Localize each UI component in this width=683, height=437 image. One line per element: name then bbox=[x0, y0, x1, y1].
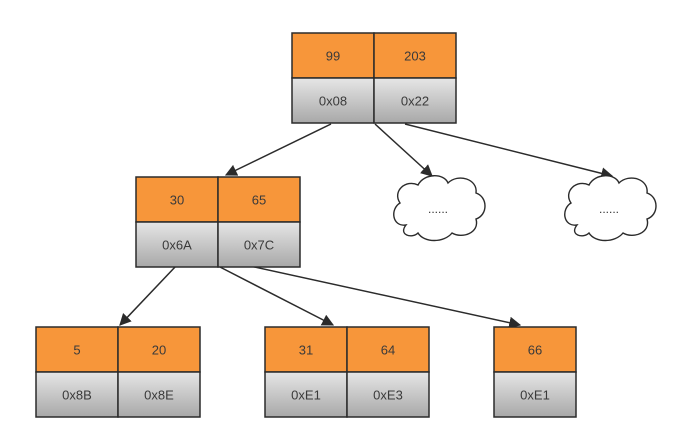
edge-root-to-mid bbox=[224, 123, 332, 176]
node-mid: 30 0x6A 65 0x7C bbox=[135, 176, 301, 268]
cloud-a-shape: ...... bbox=[393, 175, 486, 242]
cloud-label: ...... bbox=[428, 202, 448, 216]
address-label: 0xE1 bbox=[291, 388, 321, 403]
key-cell bbox=[217, 176, 301, 223]
key-label: 66 bbox=[528, 343, 542, 358]
edge-mid-to-leaf1 bbox=[119, 265, 177, 326]
key-cell bbox=[117, 326, 201, 373]
key-label: 99 bbox=[326, 49, 340, 64]
key-label: 64 bbox=[381, 343, 395, 358]
address-label: 0x8B bbox=[62, 388, 92, 403]
address-label: 0x7C bbox=[244, 238, 274, 253]
key-cell bbox=[264, 326, 348, 373]
address-label: 0x08 bbox=[319, 94, 347, 109]
edge-mid-to-leaf3 bbox=[249, 265, 522, 329]
address-label: 0xE1 bbox=[520, 388, 550, 403]
address-cell bbox=[373, 77, 457, 124]
edge-mid-to-leaf2 bbox=[217, 265, 335, 326]
cloud-outline bbox=[393, 175, 486, 242]
address-label: 0x6A bbox=[162, 238, 192, 253]
address-label: 0x22 bbox=[401, 94, 429, 109]
cloud-b-shape: ...... bbox=[564, 175, 657, 242]
address-cell bbox=[291, 77, 375, 124]
nodes-layer: 99 0x08 203 0x22 30 0x6A 65 0x7C 5 0x8B 20 0x8E 31 0x… bbox=[35, 32, 577, 418]
address-label: 0xE3 bbox=[373, 388, 403, 403]
node-leaf2: 31 0xE1 64 0xE3 bbox=[264, 326, 430, 418]
key-cell bbox=[291, 32, 375, 79]
address-cell bbox=[346, 371, 430, 418]
key-cell bbox=[346, 326, 430, 373]
node-root: 99 0x08 203 0x22 bbox=[291, 32, 457, 124]
edge-root-to-cloud-a bbox=[374, 123, 433, 177]
key-label: 65 bbox=[252, 193, 266, 208]
address-cell bbox=[117, 371, 201, 418]
cloud-label: ...... bbox=[599, 202, 619, 216]
node-leaf3: 66 0xE1 bbox=[493, 326, 577, 418]
address-label: 0x8E bbox=[144, 388, 174, 403]
key-label: 20 bbox=[152, 343, 166, 358]
node-leaf1: 5 0x8B 20 0x8E bbox=[35, 326, 201, 418]
key-cell bbox=[493, 326, 577, 373]
key-label: 31 bbox=[299, 343, 313, 358]
address-cell bbox=[493, 371, 577, 418]
edges-layer bbox=[119, 123, 614, 329]
address-cell bbox=[217, 221, 301, 268]
clouds-layer: ............ bbox=[393, 175, 657, 242]
key-cell bbox=[135, 176, 219, 223]
key-label: 30 bbox=[170, 193, 184, 208]
cloud-outline bbox=[564, 175, 657, 242]
edge-root-to-cloud-b bbox=[404, 123, 614, 180]
key-label: 203 bbox=[404, 49, 426, 64]
key-label: 5 bbox=[73, 343, 80, 358]
address-cell bbox=[35, 371, 119, 418]
